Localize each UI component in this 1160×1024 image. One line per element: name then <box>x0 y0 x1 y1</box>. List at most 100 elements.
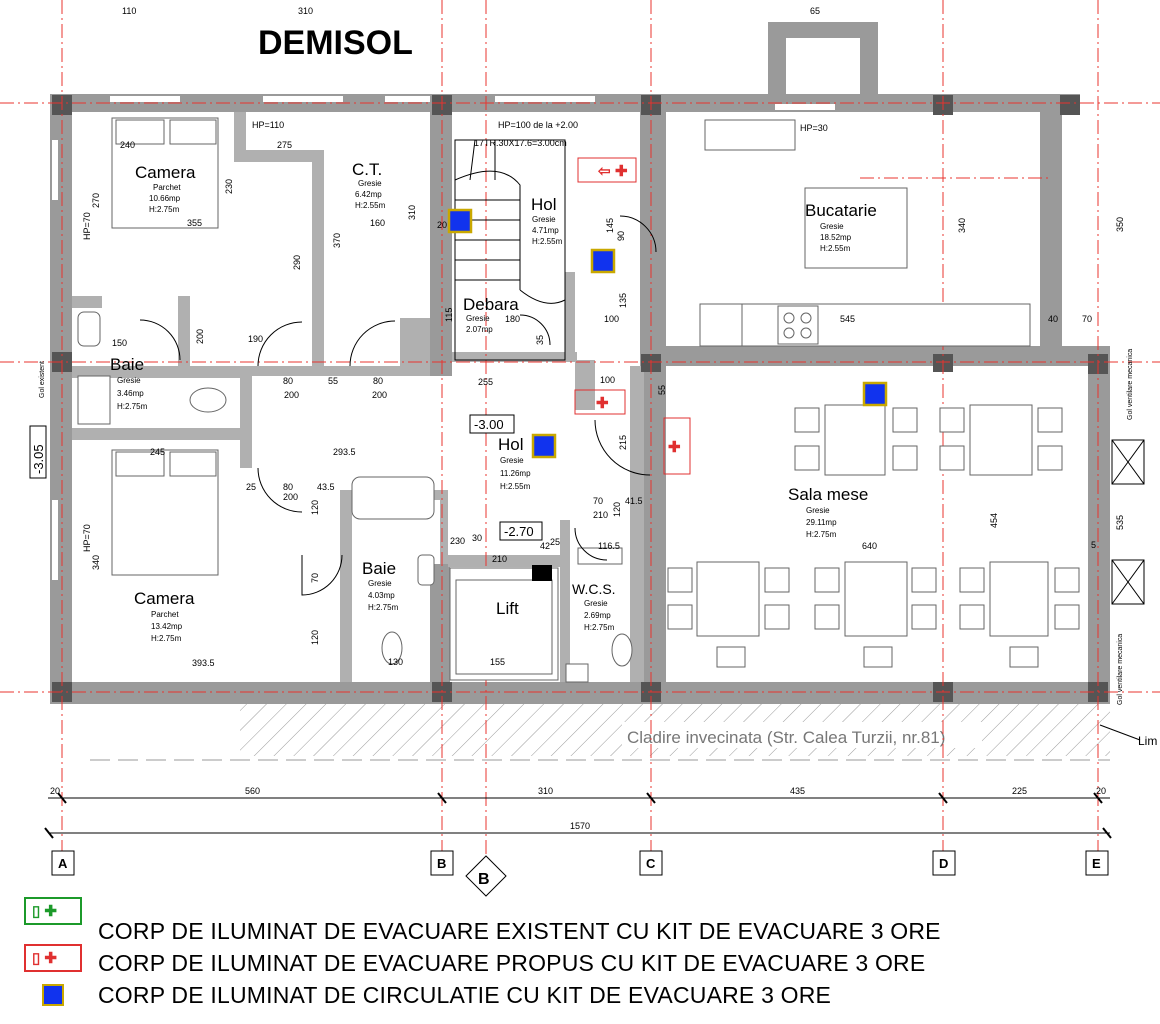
dim-label: 5 <box>1091 540 1096 550</box>
svg-text:29.11mp: 29.11mp <box>806 518 837 527</box>
dim-label: 290 <box>292 255 302 270</box>
dim-label: 70 <box>1082 314 1092 324</box>
level-marker-box <box>29 425 47 479</box>
svg-text:2.69mp: 2.69mp <box>584 611 611 620</box>
svg-text:20: 20 <box>50 786 60 796</box>
dim-label: 350 <box>1115 217 1125 232</box>
dim-label: 130 <box>388 657 403 667</box>
dim-label: 310 <box>407 205 417 220</box>
circulation-light <box>447 208 473 234</box>
dim-label: 230 <box>450 536 465 546</box>
svg-text:Debara: Debara <box>463 295 519 314</box>
dim-label: 80 <box>283 376 293 386</box>
svg-text:Gresie: Gresie <box>584 599 608 608</box>
legend-text-circulation: CORP DE ILUMINAT DE CIRCULATIE CU KIT DE… <box>98 982 832 1008</box>
grid-lines <box>0 0 1160 860</box>
vent-label-left: Gol existent <box>39 361 46 398</box>
dim-label: 200 <box>284 390 299 400</box>
dim-label: 393.5 <box>192 658 215 668</box>
svg-text:Gresie: Gresie <box>368 579 392 588</box>
dim-label: 120 <box>310 630 320 645</box>
svg-text:310: 310 <box>538 786 553 796</box>
room-label: Lift <box>496 599 519 618</box>
dim-label: 535 <box>1115 515 1125 530</box>
svg-text:3.46mp: 3.46mp <box>117 389 144 398</box>
dim-label: 230 <box>224 179 234 194</box>
lift-shaft <box>449 565 559 681</box>
dim-label: 100 <box>604 314 619 324</box>
room-label: Camera Parchet 13.42mp H:2.75m <box>134 589 195 643</box>
level-hall-box <box>469 414 515 434</box>
level-hall: -3.00 <box>474 417 504 432</box>
dim-label: 215 <box>618 435 628 450</box>
dim-label: 155 <box>490 657 505 667</box>
dim-label: 80 <box>373 376 383 386</box>
room-label: W.C.S. Gresie 2.69mp H:2.75m <box>572 581 616 632</box>
legend-icon-circulation <box>42 984 64 1006</box>
neighbor-label: Cladire invecinata (Str. Calea Turzii, n… <box>627 728 945 747</box>
svg-text:Bucatarie: Bucatarie <box>805 201 877 220</box>
limit-label: Lim <box>1138 734 1157 748</box>
dim-label: 340 <box>91 555 101 570</box>
dim-label: 120 <box>310 500 320 515</box>
svg-text:Camera: Camera <box>134 589 195 608</box>
dim-label: 90 <box>616 231 626 241</box>
svg-text:Hol: Hol <box>531 195 557 214</box>
dim-label: 115 <box>444 308 454 322</box>
svg-text:Gresie: Gresie <box>820 222 844 231</box>
dim-label: 210 <box>593 510 608 520</box>
room-label: Hol Gresie 4.71mp H:2.55m <box>531 195 563 246</box>
svg-text:18.52mp: 18.52mp <box>820 233 852 242</box>
door-swings <box>139 215 657 596</box>
room-label: Debara Gresie 2.07mp <box>463 295 519 334</box>
svg-text:Camera: Camera <box>135 163 196 182</box>
dim-label: 25 <box>246 482 256 492</box>
svg-text:✚: ✚ <box>596 395 609 412</box>
dim-label: 293.5 <box>333 447 356 457</box>
svg-text:H:2.55m: H:2.55m <box>820 244 851 253</box>
legend-text-existing: CORP DE ILUMINAT DE EVACUARE EXISTENT CU… <box>98 918 941 944</box>
svg-text:D: D <box>939 856 948 871</box>
circulation-light <box>531 433 557 459</box>
svg-text:Gresie: Gresie <box>358 179 382 188</box>
grid-axis: C <box>639 850 663 876</box>
svg-text:H:2.75m: H:2.75m <box>584 623 615 632</box>
dim-label: 120 <box>612 502 622 517</box>
svg-text:✚: ✚ <box>668 439 681 456</box>
dim-label: 41.5 <box>625 496 643 506</box>
svg-text:B: B <box>478 871 490 888</box>
dining-furniture <box>667 404 1080 668</box>
dim-label: 70 <box>593 496 603 506</box>
room-label: C.T. Gresie 6.42mp H:2.55m <box>352 160 386 210</box>
dim-label: 42 <box>540 541 550 551</box>
dim-label: 454 <box>989 513 999 528</box>
dim-top-1: 110 <box>122 6 136 16</box>
dim-label: 200 <box>372 390 387 400</box>
dim-top-3: 65 <box>810 6 820 16</box>
svg-text:13.42mp: 13.42mp <box>151 622 183 631</box>
circulation-light <box>862 381 888 407</box>
room-label: Camera Parchet 10.66mp H:2.75m <box>135 163 196 214</box>
bottom-dimension-chain: 20 560 310 435 225 20 1570 <box>44 786 1112 839</box>
hp-note: HP=70 <box>82 212 92 240</box>
dim-label: 135 <box>618 293 628 308</box>
grid-axis: E <box>1085 850 1109 876</box>
svg-text:11.26mp: 11.26mp <box>500 469 531 478</box>
circulation-light <box>590 248 616 274</box>
dim-label: 355 <box>187 218 202 228</box>
svg-text:4.71mp: 4.71mp <box>532 226 559 235</box>
svg-text:H:2.75m: H:2.75m <box>151 634 182 643</box>
dim-label: 55 <box>657 385 667 395</box>
structural-columns <box>52 95 1108 702</box>
room-label: Sala mese Gresie 29.11mp H:2.75m <box>788 485 868 539</box>
vent-label-1: Gol ventilare mecanica <box>1127 349 1134 420</box>
dim-label: 25 <box>550 537 560 547</box>
neighbor-label-bg <box>622 722 982 748</box>
dim-label: 100 <box>600 375 615 385</box>
svg-text:4.03mp: 4.03mp <box>368 591 395 600</box>
svg-text:E: E <box>1092 856 1101 871</box>
hp-note: HP=30 <box>800 123 828 133</box>
bed-1 <box>111 117 219 229</box>
